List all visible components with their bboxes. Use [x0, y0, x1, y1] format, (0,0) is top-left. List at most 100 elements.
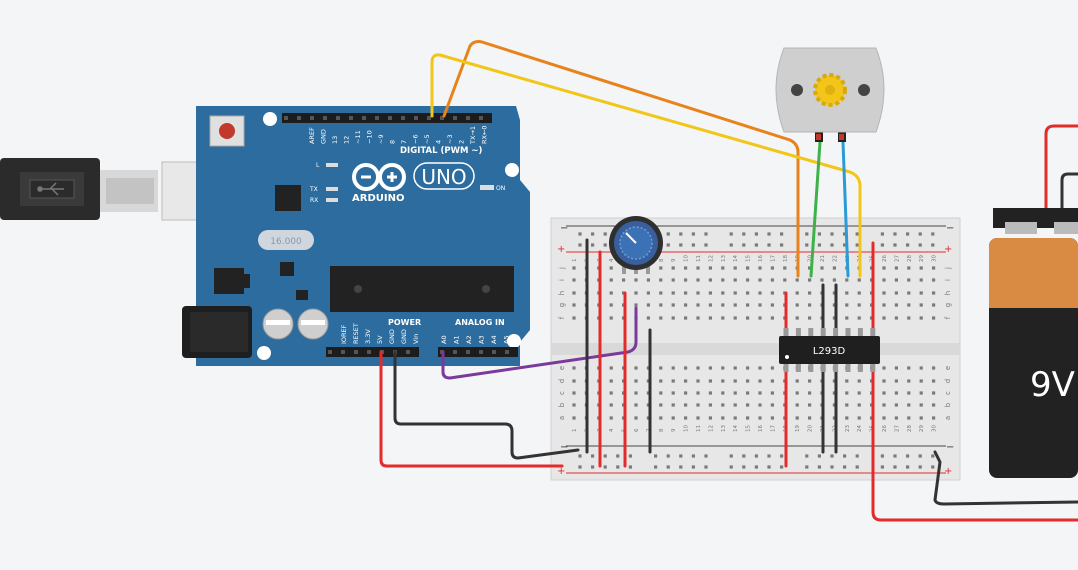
breadboard-hole[interactable]	[691, 454, 695, 458]
breadboard-hole[interactable]	[845, 316, 849, 320]
breadboard-hole[interactable]	[932, 266, 936, 270]
breadboard-hole[interactable]	[880, 465, 884, 469]
breadboard-hole[interactable]	[704, 232, 708, 236]
breadboard-hole[interactable]	[805, 465, 809, 469]
breadboard-hole[interactable]	[603, 243, 607, 247]
header-pin[interactable]	[367, 350, 371, 354]
breadboard-hole[interactable]	[746, 303, 750, 307]
breadboard-hole[interactable]	[932, 303, 936, 307]
breadboard-hole[interactable]	[783, 266, 787, 270]
breadboard-hole[interactable]	[603, 465, 607, 469]
breadboard-hole[interactable]	[666, 243, 670, 247]
breadboard-hole[interactable]	[684, 416, 688, 420]
breadboard-hole[interactable]	[733, 303, 737, 307]
breadboard-holes[interactable]	[572, 232, 936, 469]
header-pin[interactable]	[440, 116, 444, 120]
breadboard-hole[interactable]	[907, 403, 911, 407]
breadboard-hole[interactable]	[894, 391, 898, 395]
breadboard-hole[interactable]	[572, 403, 576, 407]
breadboard-hole[interactable]	[746, 266, 750, 270]
breadboard-hole[interactable]	[671, 291, 675, 295]
breadboard-hole[interactable]	[857, 278, 861, 282]
breadboard-hole[interactable]	[659, 366, 663, 370]
breadboard-hole[interactable]	[758, 366, 762, 370]
breadboard-hole[interactable]	[628, 454, 632, 458]
breadboard-hole[interactable]	[708, 291, 712, 295]
breadboard-hole[interactable]	[721, 366, 725, 370]
breadboard-hole[interactable]	[646, 303, 650, 307]
breadboard-hole[interactable]	[684, 391, 688, 395]
breadboard-hole[interactable]	[808, 403, 812, 407]
breadboard-hole[interactable]	[808, 291, 812, 295]
breadboard-hole[interactable]	[832, 291, 836, 295]
breadboard-hole[interactable]	[843, 465, 847, 469]
breadboard-hole[interactable]	[893, 465, 897, 469]
breadboard-hole[interactable]	[918, 232, 922, 236]
header-pin[interactable]	[401, 116, 405, 120]
breadboard-hole[interactable]	[919, 379, 923, 383]
breadboard-hole[interactable]	[634, 391, 638, 395]
dc-motor[interactable]	[775, 47, 885, 142]
breadboard-hole[interactable]	[919, 266, 923, 270]
breadboard-hole[interactable]	[817, 465, 821, 469]
breadboard-hole[interactable]	[918, 243, 922, 247]
breadboard-hole[interactable]	[691, 465, 695, 469]
breadboard-hole[interactable]	[783, 278, 787, 282]
breadboard-hole[interactable]	[919, 416, 923, 420]
breadboard-hole[interactable]	[609, 316, 613, 320]
breadboard-hole[interactable]	[646, 291, 650, 295]
breadboard-hole[interactable]	[758, 403, 762, 407]
breadboard-hole[interactable]	[770, 366, 774, 370]
breadboard-hole[interactable]	[754, 465, 758, 469]
breadboard-hole[interactable]	[882, 379, 886, 383]
breadboard-hole[interactable]	[795, 379, 799, 383]
breadboard-hole[interactable]	[907, 379, 911, 383]
header-pin[interactable]	[427, 116, 431, 120]
breadboard-hole[interactable]	[696, 266, 700, 270]
breadboard-hole[interactable]	[671, 316, 675, 320]
breadboard-hole[interactable]	[855, 465, 859, 469]
battery-9v[interactable]: 9V	[989, 208, 1078, 478]
header-pin[interactable]	[284, 116, 288, 120]
breadboard-hole[interactable]	[572, 416, 576, 420]
breadboard-hole[interactable]	[893, 232, 897, 236]
breadboard-hole[interactable]	[894, 416, 898, 420]
breadboard-hole[interactable]	[708, 379, 712, 383]
wire-gnd-black[interactable]	[393, 350, 580, 460]
breadboard-hole[interactable]	[754, 454, 758, 458]
breadboard-hole[interactable]	[609, 379, 613, 383]
wires[interactable]	[379, 40, 1078, 522]
breadboard-hole[interactable]	[572, 291, 576, 295]
breadboard-hole[interactable]	[770, 316, 774, 320]
breadboard-hole[interactable]	[679, 232, 683, 236]
breadboard-hole[interactable]	[770, 416, 774, 420]
breadboard-hole[interactable]	[770, 391, 774, 395]
power-header[interactable]	[326, 347, 419, 357]
breadboard-hole[interactable]	[696, 303, 700, 307]
breadboard-hole[interactable]	[572, 366, 576, 370]
breadboard-hole[interactable]	[882, 366, 886, 370]
breadboard-hole[interactable]	[684, 403, 688, 407]
breadboard-hole[interactable]	[578, 465, 582, 469]
breadboard-hole[interactable]	[671, 391, 675, 395]
breadboard-hole[interactable]	[767, 243, 771, 247]
breadboard-hole[interactable]	[671, 416, 675, 420]
breadboard-hole[interactable]	[770, 278, 774, 282]
breadboard-hole[interactable]	[634, 303, 638, 307]
breadboard-hole[interactable]	[770, 403, 774, 407]
breadboard-hole[interactable]	[708, 416, 712, 420]
breadboard-hole[interactable]	[845, 416, 849, 420]
breadboard-hole[interactable]	[733, 391, 737, 395]
breadboard-hole[interactable]	[907, 391, 911, 395]
breadboard-hole[interactable]	[907, 303, 911, 307]
breadboard-hole[interactable]	[746, 316, 750, 320]
header-pin[interactable]	[375, 116, 379, 120]
breadboard-hole[interactable]	[696, 403, 700, 407]
breadboard-hole[interactable]	[882, 416, 886, 420]
breadboard-hole[interactable]	[817, 232, 821, 236]
breadboard-hole[interactable]	[742, 465, 746, 469]
breadboard-hole[interactable]	[646, 416, 650, 420]
breadboard-hole[interactable]	[919, 278, 923, 282]
breadboard-hole[interactable]	[795, 303, 799, 307]
